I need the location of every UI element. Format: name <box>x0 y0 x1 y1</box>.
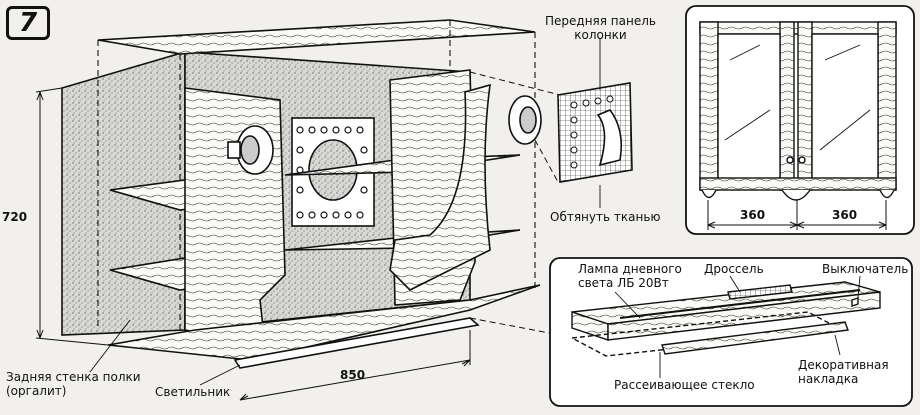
door-feet <box>701 189 895 201</box>
door-stile-right <box>877 21 897 191</box>
dim-width-line <box>239 330 471 401</box>
front-panel-holes <box>570 95 614 169</box>
door-stile-center-l <box>779 21 795 191</box>
choke-body <box>727 284 793 300</box>
switch-knob <box>851 297 859 307</box>
dim-height-line <box>35 87 109 346</box>
fabric-fold <box>596 109 623 167</box>
speaker-panel-bolts <box>296 126 368 219</box>
label-decor-strip: Декоративная накладка <box>798 358 889 386</box>
label-leaders <box>89 38 601 386</box>
label-switch: Выключатель <box>822 262 909 276</box>
speaker-right <box>508 95 542 145</box>
dimension-height: 720 <box>2 210 28 224</box>
dimension-width: 850 <box>340 368 366 382</box>
door-glass-right <box>811 33 879 181</box>
lamp-tube <box>619 289 861 319</box>
dimension-door-left: 360 <box>740 208 766 222</box>
decor-strip-bar <box>661 321 849 355</box>
glass-shine <box>724 44 871 151</box>
label-front-panel: Передняя панель колонки <box>545 14 656 42</box>
label-lamp-fixture: Светильник <box>155 385 231 399</box>
label-lamp: Лампа дневного света ЛБ 20Вт <box>578 262 682 290</box>
door-knob-left <box>786 156 794 164</box>
label-back-wall: Задняя стенка полки (оргалит) <box>6 370 141 398</box>
doors-inset <box>685 5 915 235</box>
label-diffuser-glass: Рассеивающее стекло <box>614 378 755 392</box>
door-dim-lines <box>707 200 887 230</box>
door-knob-right <box>798 156 806 164</box>
label-cover-fabric: Обтянуть тканью <box>550 210 661 224</box>
leader-lines-main <box>469 71 561 336</box>
top-board <box>97 19 536 55</box>
label-choke: Дроссель <box>704 262 764 276</box>
front-speaker-panel <box>557 82 633 183</box>
door-glass-left <box>717 33 781 181</box>
door-stile-left <box>699 21 719 191</box>
cabinet-assembly <box>61 19 633 369</box>
lamp-leaders <box>614 275 861 378</box>
sliding-curtain <box>389 83 491 291</box>
figure-number-badge: 7 <box>6 6 50 40</box>
door-rail-bottom <box>699 177 897 191</box>
dimension-door-right: 360 <box>832 208 858 222</box>
door-stile-center-r <box>797 21 813 191</box>
lamp-inset <box>549 257 913 407</box>
speaker-left <box>227 125 274 175</box>
